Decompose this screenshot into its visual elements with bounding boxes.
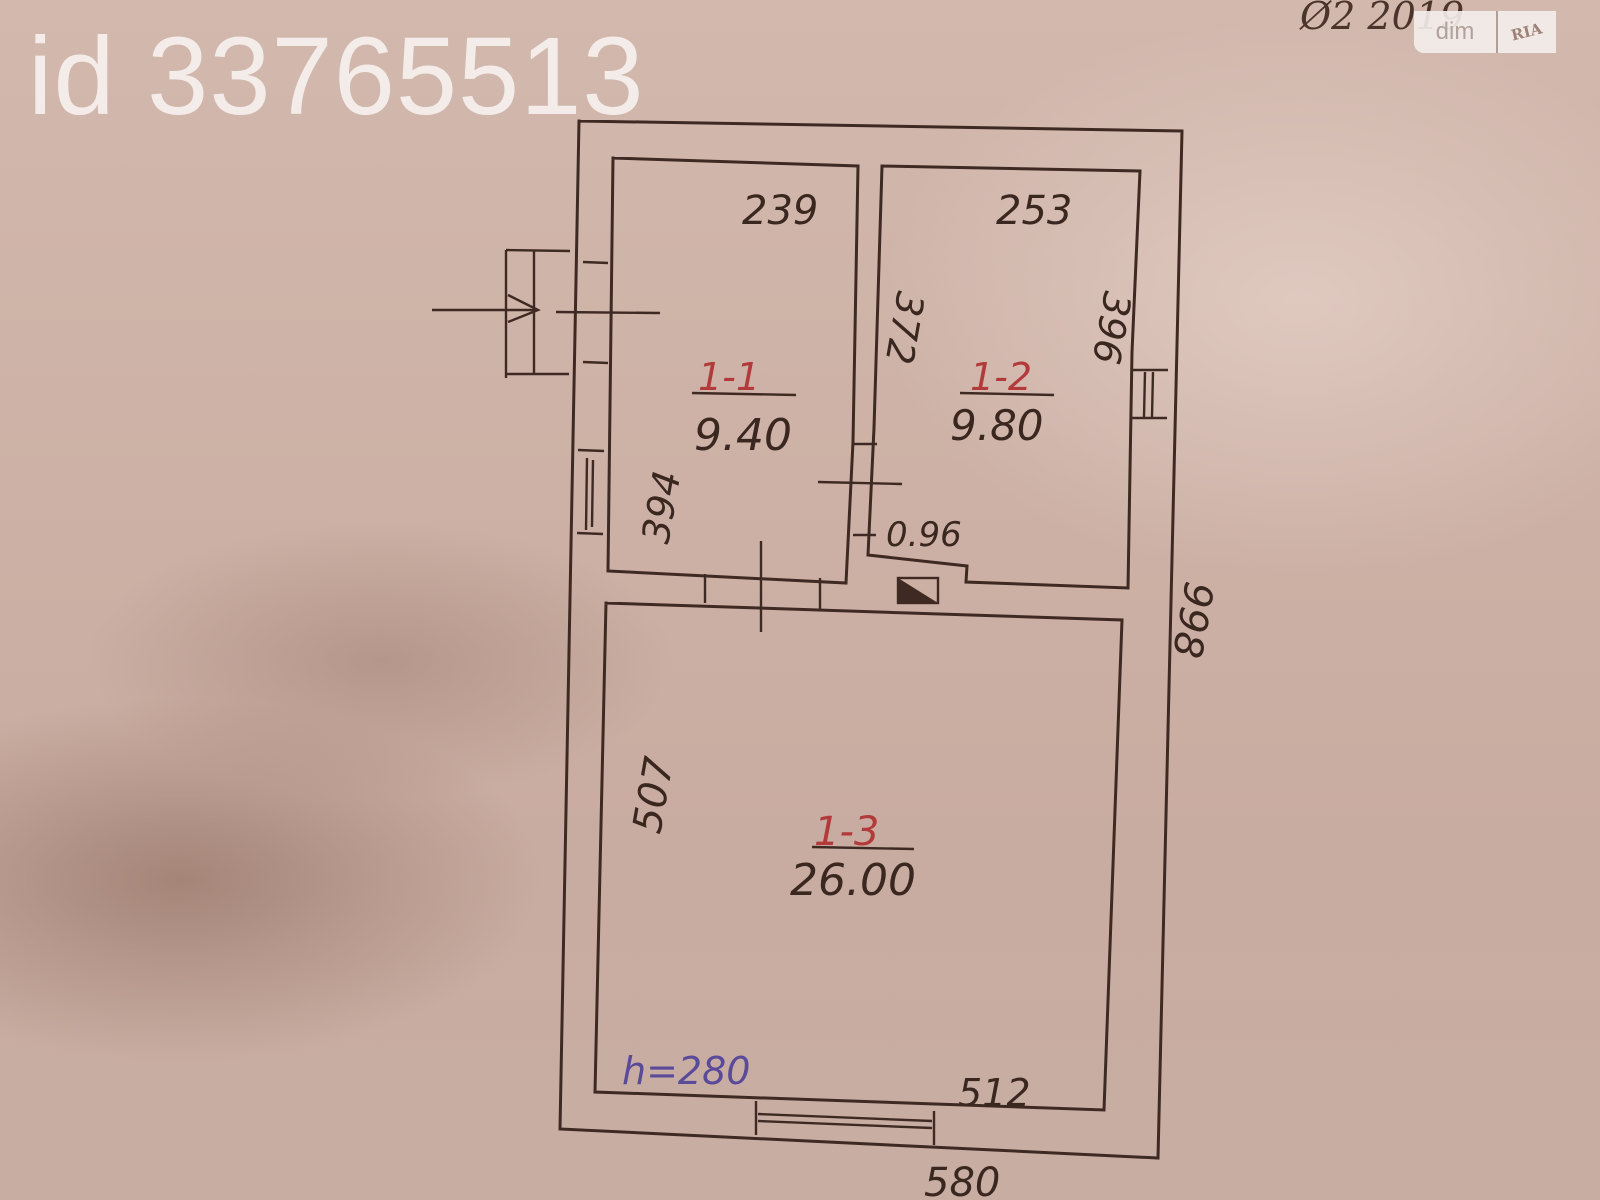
logo-divider (1496, 11, 1498, 53)
logo-dim-text: dim (1414, 11, 1496, 53)
window-icon (754, 1101, 936, 1145)
dim-ria-logo[interactable]: dim RIA (1414, 11, 1556, 53)
ceiling-height-label: h=280 (622, 1049, 750, 1093)
room-label-1-1: 1-1 9.40 (691, 355, 797, 461)
dimension-width-1-1: 239 (742, 188, 818, 234)
room-label-1-3: 1-3 26.00 (790, 809, 916, 906)
exterior-width-label: 580 (924, 1160, 1000, 1200)
ria-star-icon: RIA (1498, 11, 1556, 53)
dimension-width-1-3: 512 (958, 1071, 1031, 1115)
window-icon (1131, 368, 1168, 420)
room-area: 9.40 (694, 410, 792, 461)
nook-area-label: 0.96 (886, 515, 962, 555)
dimension-width-1-2: 253 (996, 188, 1072, 234)
window-icon (576, 448, 605, 536)
room-id: 1-2 (970, 355, 1032, 399)
room-1-3 (593, 601, 1124, 1112)
room-label-1-2: 1-2 9.80 (950, 355, 1055, 450)
room-1-1 (606, 156, 860, 585)
exterior-walls (558, 119, 1184, 1160)
entrance-arrow-icon (432, 248, 661, 378)
stove-icon (896, 576, 940, 605)
door-icon (817, 442, 903, 537)
dimension-left-height-1-2: 372 (877, 288, 933, 367)
room-id: 1-1 (698, 355, 760, 399)
room-area: 26.00 (790, 855, 916, 906)
logo-ria-text: RIA (1509, 19, 1545, 45)
dimension-height-1-3: 507 (625, 753, 684, 837)
listing-id-watermark: id 33765513 (28, 15, 645, 138)
dimension-height-1-1: 394 (634, 467, 690, 546)
room-1-2 (866, 164, 1142, 590)
room-area: 9.80 (950, 401, 1044, 450)
door-icon (703, 541, 822, 632)
